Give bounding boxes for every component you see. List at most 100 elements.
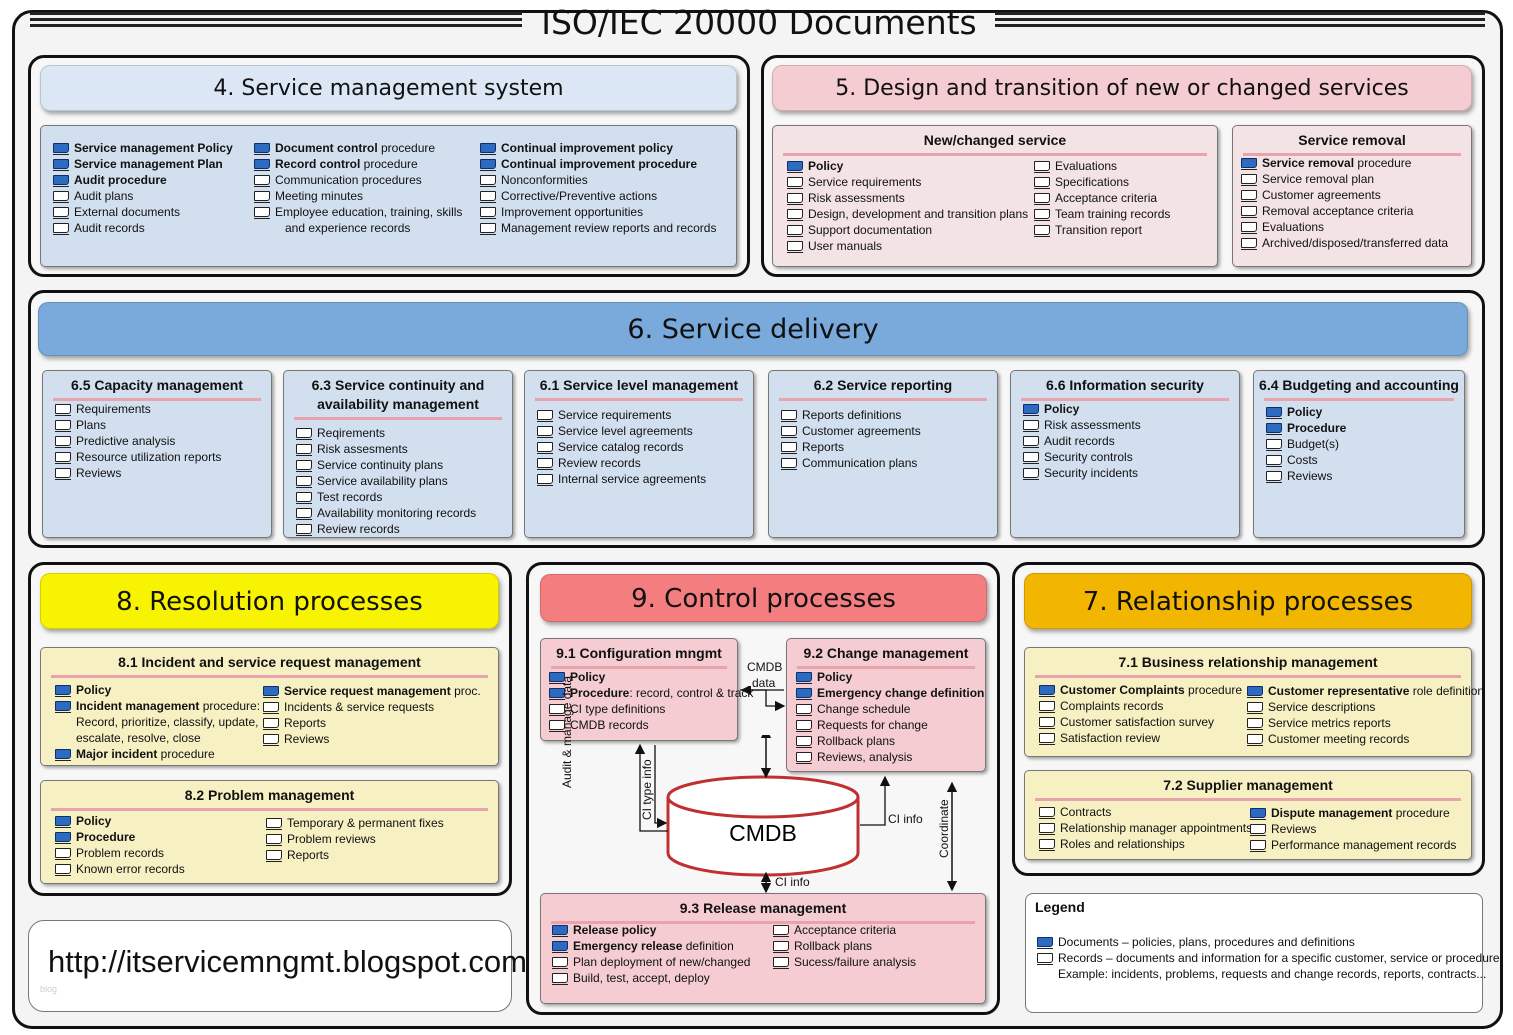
document-item: Procedure (55, 829, 185, 845)
record-icon (781, 458, 797, 470)
document-item: Incident management procedure: (55, 698, 260, 714)
record-icon (787, 209, 803, 221)
inc-col1-list2: Major incident procedure (55, 746, 260, 762)
record-icon (1266, 455, 1282, 467)
record-item: Contracts (1039, 804, 1252, 820)
record-icon (787, 177, 803, 189)
document-icon (480, 159, 496, 171)
record-item: Transition report (1034, 222, 1170, 238)
record-icon (552, 957, 568, 969)
record-icon (537, 474, 553, 486)
record-item: Risk assessments (1023, 417, 1141, 433)
document-item: Policy (55, 813, 185, 829)
cmdb-arrows (634, 735, 958, 894)
document-icon (1023, 404, 1039, 416)
cmdb-data-label-1: CMDB (747, 660, 783, 674)
record-icon (781, 442, 797, 454)
document-item: Procedure: record, control & track (549, 685, 753, 701)
record-item: Availability monitoring records (296, 505, 476, 521)
record-item: Test records (296, 489, 476, 505)
incident-box: 8.1 Incident and service request managem… (40, 647, 499, 766)
coordinate-label: Coordinate (937, 799, 951, 858)
record-icon (781, 426, 797, 438)
record-icon (1023, 452, 1039, 464)
document-icon (796, 672, 812, 684)
legend-rec: Records – documents and information for … (1037, 950, 1503, 966)
legend-title: Legend (1035, 899, 1085, 915)
service-removal-title: Service removal (1233, 126, 1471, 156)
record-icon (263, 702, 279, 714)
record-item: Build, test, accept, deploy (552, 970, 750, 986)
document-item: Customer Complaints procedure (1039, 682, 1242, 698)
record-item: Customer agreements (781, 423, 921, 439)
ci-type-label: CI type info (640, 759, 654, 820)
record-icon (1241, 222, 1257, 234)
record-item: Review records (537, 455, 706, 471)
document-icon (1266, 423, 1282, 435)
document-item: Record control procedure (254, 156, 462, 172)
problem-title: 8.2 Problem management (41, 781, 498, 811)
record-item: Predictive analysis (55, 433, 221, 449)
record-icon (549, 704, 565, 716)
record-item: Acceptance criteria (773, 922, 916, 938)
record-item: Incidents & service requests (263, 699, 481, 715)
record-item: Team training records (1034, 206, 1170, 222)
record-item: Audit records (1023, 433, 1141, 449)
inc-steps-2: escalate, resolve, close (76, 731, 201, 745)
record-item: User manuals (787, 238, 1028, 254)
record-icon (254, 175, 270, 187)
record-icon (266, 850, 282, 862)
record-item: Relationship manager appointments (1039, 820, 1252, 836)
record-icon (1266, 471, 1282, 483)
record-icon (1023, 436, 1039, 448)
cmdb-data-arrow (740, 686, 786, 712)
record-item: Security controls (1023, 449, 1141, 465)
document-icon (1039, 685, 1055, 697)
record-icon (537, 410, 553, 422)
record-icon (55, 468, 71, 480)
new-changed-service-title: New/changed service (773, 126, 1217, 156)
record-item: Reqirements (296, 425, 476, 441)
record-item: Improvement opportunities (480, 204, 716, 220)
record-item: Rollback plans (796, 733, 984, 749)
record-item: Service requirements (537, 407, 706, 423)
record-icon (480, 207, 496, 219)
record-icon (296, 476, 312, 488)
document-icon (796, 688, 812, 700)
document-item: Audit procedure (53, 172, 233, 188)
document-icon (552, 925, 568, 937)
record-item: CMDB records (549, 717, 753, 733)
record-icon (781, 410, 797, 422)
record-icon (773, 941, 789, 953)
record-item: Customer satisfaction survey (1039, 714, 1242, 730)
record-item: Problem records (55, 845, 185, 861)
document-item: Policy (787, 158, 1028, 174)
record-item: Reviews (1266, 468, 1346, 484)
blog-url[interactable]: http://itservicemngmt.blogspot.com (48, 944, 527, 979)
record-icon (1241, 174, 1257, 186)
url-box (28, 920, 512, 1012)
title-rule-right (995, 12, 1485, 27)
record-icon (773, 925, 789, 937)
record-item: Service requirements (787, 174, 1028, 190)
document-icon (53, 159, 69, 171)
document-item: Emergency release definition (552, 938, 750, 954)
document-item: Continual improvement procedure (480, 156, 716, 172)
document-item: Policy (1023, 401, 1141, 417)
record-icon (1034, 193, 1050, 205)
record-icon (1250, 824, 1266, 836)
record-icon (1241, 206, 1257, 218)
